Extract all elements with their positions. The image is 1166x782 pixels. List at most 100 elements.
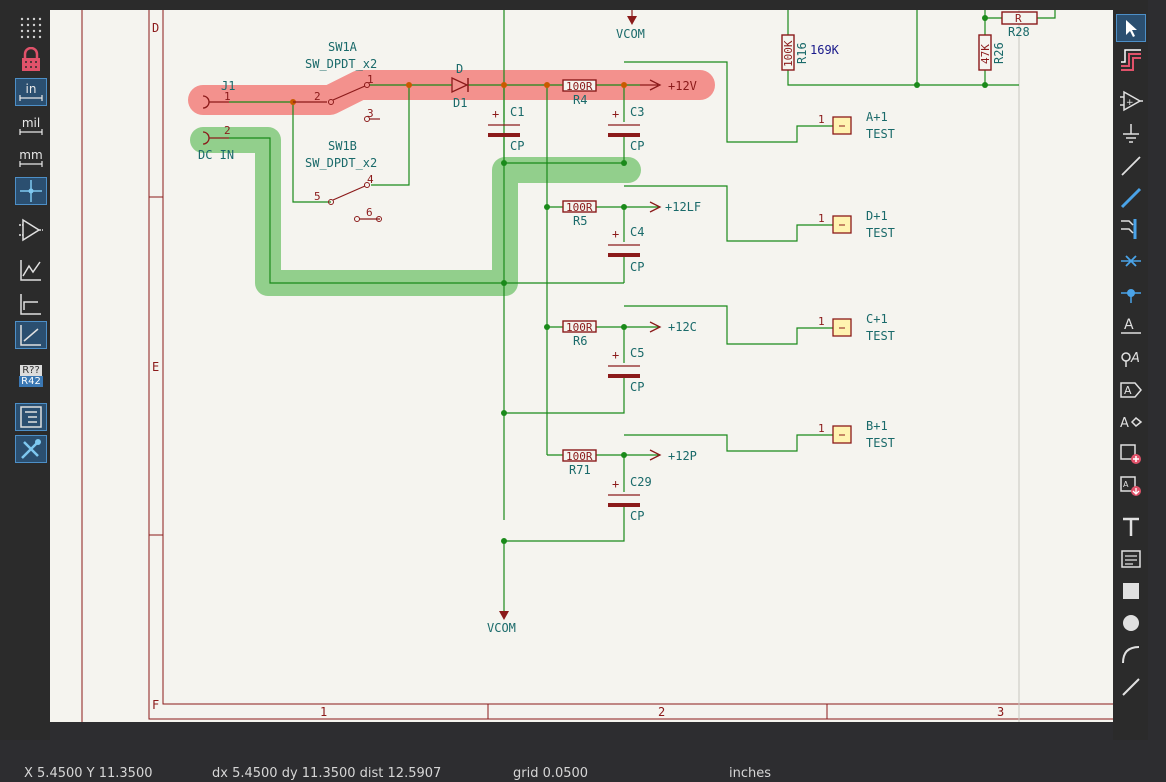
resistor-r4[interactable]: 100R R4 <box>562 79 597 107</box>
resistor-r6[interactable]: 100R R6 <box>562 320 597 348</box>
resistor-r16[interactable]: 100K R16 169K <box>781 34 840 71</box>
capacitor-c5[interactable]: + C5 CP <box>608 346 644 394</box>
power-12p[interactable]: +12P <box>649 449 697 463</box>
power-symbol-vcom-top[interactable]: VCOM <box>616 10 645 41</box>
testpoint-b[interactable]: 1 B+1 TEST <box>818 419 895 450</box>
sw1b-pin6: 6 <box>366 206 373 219</box>
wire-mode-free-button[interactable] <box>15 256 47 284</box>
wire-mode-45-button[interactable] <box>15 321 47 349</box>
grid-size: grid 0.0500 <box>513 766 589 781</box>
diode-value: D <box>456 62 463 76</box>
resistor-r26[interactable]: 47K R26 <box>978 34 1006 71</box>
net-12v-label: +12V <box>668 79 697 93</box>
cursor-crosshair-button[interactable] <box>15 177 47 205</box>
capacitor-c4[interactable]: + C4 CP <box>608 225 644 274</box>
lock-button[interactable] <box>15 46 47 74</box>
highlight-net-button[interactable] <box>1116 46 1146 74</box>
r28-ref: R28 <box>1008 25 1030 39</box>
select-tool-button[interactable] <box>1116 14 1146 42</box>
connector-j1[interactable]: J1 1 2 DC IN <box>198 79 235 162</box>
wires <box>229 10 1056 612</box>
svg-text:A: A <box>1123 480 1129 489</box>
symbol-icon: + <box>1120 90 1143 112</box>
hierarchical-label-button[interactable]: A <box>1116 408 1146 436</box>
add-text-button[interactable] <box>1116 513 1146 541</box>
units-inch-button[interactable]: in <box>15 78 47 106</box>
power-12lf[interactable]: +12LF <box>649 200 701 214</box>
bus-entry-icon <box>1121 219 1137 239</box>
capacitor-c3[interactable]: + C3 CP <box>608 105 644 153</box>
annotate-bottom-label: R42 <box>19 376 43 387</box>
add-wire-button[interactable] <box>1116 152 1146 180</box>
net-label-button[interactable]: A <box>1116 311 1146 339</box>
bus-entry-button[interactable] <box>1116 215 1146 243</box>
resistor-r5[interactable]: 100R R5 <box>562 200 597 228</box>
resistor-r71[interactable]: 100R R71 <box>562 449 597 477</box>
right-toolbar: + A A A A A <box>1113 0 1148 740</box>
switch-sw1b[interactable]: SW1B SW_DPDT_x2 5 4 6 <box>305 139 382 222</box>
add-power-button[interactable] <box>1116 120 1146 148</box>
hierarchy-icon <box>20 406 42 428</box>
power-12c[interactable]: +12C <box>649 320 697 334</box>
sw1a-value: SW_DPDT_x2 <box>305 57 377 71</box>
tp-c-ref: C+1 <box>866 312 888 326</box>
add-line-button[interactable] <box>1116 673 1146 701</box>
r71-value: 100R <box>566 450 593 463</box>
netclass-directive-button[interactable]: A <box>1116 343 1146 371</box>
r71-ref: R71 <box>569 463 591 477</box>
units-indicator: inches <box>729 766 772 781</box>
tp-b-value: TEST <box>866 436 895 450</box>
import-sheet-pin-button[interactable]: A <box>1116 472 1146 500</box>
properties-manager-button[interactable] <box>15 435 47 463</box>
add-sheet-button[interactable] <box>1116 440 1146 468</box>
power-12v[interactable]: +12V <box>640 79 697 93</box>
hidden-pins-button[interactable] <box>15 216 47 244</box>
tp-d-ref: D+1 <box>866 209 888 223</box>
schematic-canvas[interactable]: D E F 1 2 3 <box>50 10 1113 722</box>
c29-value: CP <box>630 509 644 523</box>
hierarchical-label-icon: A <box>1120 416 1143 431</box>
testpoint-a[interactable]: 1 A+1 TEST <box>818 110 895 141</box>
sw1b-ref: SW1B <box>328 139 357 153</box>
power-symbol-vcom-bottom[interactable]: VCOM <box>487 611 516 635</box>
grid-toggle-button[interactable] <box>15 14 47 42</box>
add-symbol-button[interactable]: + <box>1116 87 1146 115</box>
vcom-top-label: VCOM <box>616 27 645 41</box>
add-bus-button[interactable] <box>1116 184 1146 212</box>
add-textbox-button[interactable] <box>1116 545 1146 573</box>
crosshair-icon <box>20 180 42 202</box>
lock-icon <box>22 47 40 71</box>
switch-sw1a[interactable]: SW1A SW_DPDT_x2 2 1 3 <box>293 40 380 122</box>
global-label-button[interactable]: A <box>1116 376 1146 404</box>
diode-d1[interactable]: D D1 <box>451 62 469 110</box>
no-connect-button[interactable] <box>1116 247 1146 275</box>
units-mm-button[interactable]: mm <box>15 144 47 172</box>
right-edge-panel <box>1148 0 1166 740</box>
r4-value: 100R <box>566 80 593 93</box>
annotate-button[interactable]: R?? R42 <box>15 360 47 392</box>
sw1a-ref: SW1A <box>328 40 358 54</box>
add-arc-button[interactable] <box>1116 641 1146 669</box>
testpoint-d[interactable]: 1 D+1 TEST <box>818 209 895 240</box>
frame-col-1: 1 <box>320 705 327 719</box>
grid-icon <box>20 17 42 39</box>
r4-ref: R4 <box>573 93 587 107</box>
wire-mode-90-button[interactable] <box>15 290 47 318</box>
junction-button[interactable] <box>1116 279 1146 307</box>
capacitor-c29[interactable]: + C29 CP <box>608 475 652 523</box>
line-angle-90-icon <box>20 294 41 315</box>
testpoint-c[interactable]: 1 C+1 TEST <box>818 312 895 343</box>
c5-value: CP <box>630 380 644 394</box>
capacitor-c1[interactable]: + C1 CP <box>488 105 524 153</box>
tp-b-ref: B+1 <box>866 419 888 433</box>
resistor-r28[interactable]: R R28 <box>1001 11 1038 39</box>
svg-text:A: A <box>1130 351 1140 366</box>
no-connect-icon <box>1121 255 1141 267</box>
units-mil-button[interactable]: mil <box>15 112 47 140</box>
net-label-icon: A <box>1121 317 1141 334</box>
r26-value: 47K <box>979 44 992 64</box>
left-toolbar: in mil mm <box>0 0 50 740</box>
hierarchy-navigator-button[interactable] <box>15 403 47 431</box>
add-circle-button[interactable] <box>1116 609 1146 637</box>
add-rectangle-button[interactable] <box>1116 577 1146 605</box>
